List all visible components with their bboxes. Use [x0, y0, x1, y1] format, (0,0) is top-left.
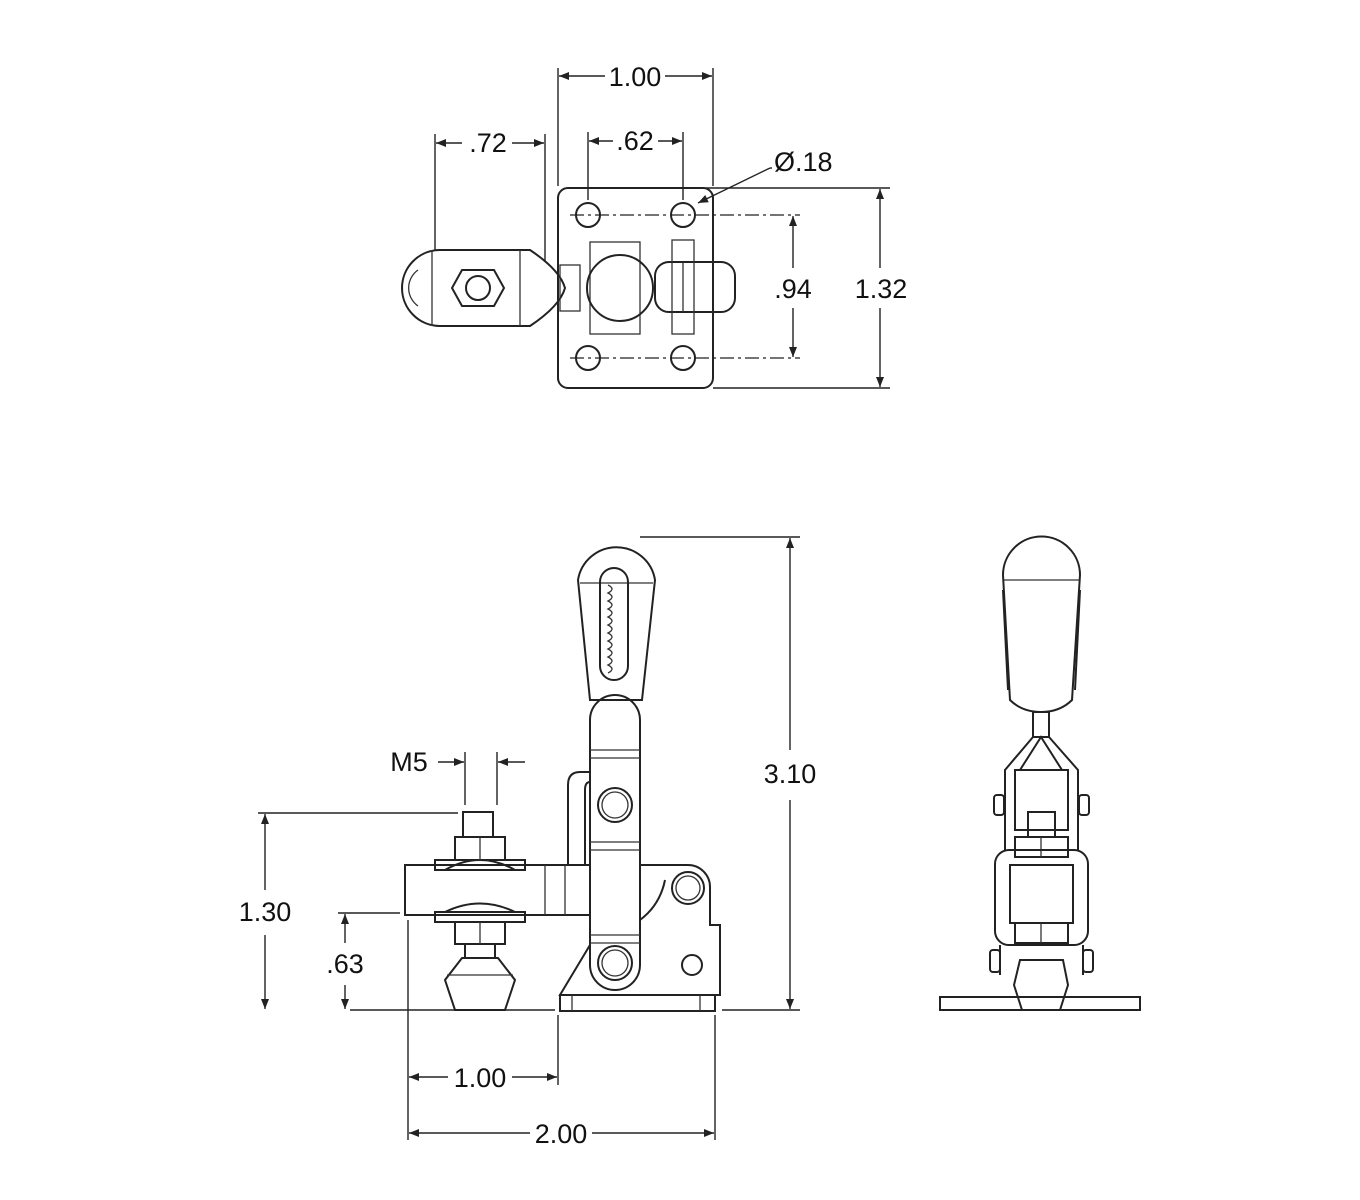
dim-hole-spacing-x: .62 — [616, 126, 654, 156]
mounting-holes — [575, 202, 696, 371]
clamp-arm — [404, 864, 591, 916]
dimensions-top — [434, 68, 890, 389]
dim-overall-height: 3.10 — [764, 759, 817, 789]
dim-reach: 1.00 — [454, 1063, 507, 1093]
pivot-ball — [586, 254, 654, 322]
dim-overall-length: 2.00 — [535, 1119, 588, 1149]
base-plate-side — [939, 996, 1141, 1011]
dim-hole-diameter: Ø.18 — [774, 147, 833, 177]
base-plate-front — [559, 994, 716, 1012]
link-bar — [567, 771, 591, 866]
hex-nut — [450, 269, 506, 307]
dim-thread: M5 — [390, 747, 428, 777]
dim-hole-spacing-y: .94 — [774, 274, 812, 304]
logo-plate — [599, 567, 629, 681]
spindle-tip — [443, 957, 517, 1011]
dim-spindle-height: 1.30 — [239, 897, 292, 927]
front-view: 3.10 M5 1.30 .63 1.00 2.00 — [239, 536, 817, 1149]
side-view — [939, 535, 1141, 1011]
handle-side — [1001, 535, 1082, 714]
dim-arm-height: .63 — [326, 949, 364, 979]
spindle-tip-side — [1012, 959, 1070, 1011]
dimensions-front — [258, 536, 800, 1140]
handle-grip — [576, 546, 657, 701]
dim-plate-height: 1.32 — [855, 274, 908, 304]
top-view: 1.00 .62 .72 Ø.18 .94 1.32 — [401, 62, 908, 389]
arm-eye — [401, 249, 567, 327]
linkage — [654, 261, 736, 313]
dim-arm-eye: .72 — [469, 128, 507, 158]
handle-arm — [589, 694, 641, 991]
dim-plate-width: 1.00 — [609, 62, 662, 92]
base-plate — [557, 187, 714, 389]
clamp-arm-side — [994, 849, 1089, 946]
clamp-body — [558, 864, 721, 996]
